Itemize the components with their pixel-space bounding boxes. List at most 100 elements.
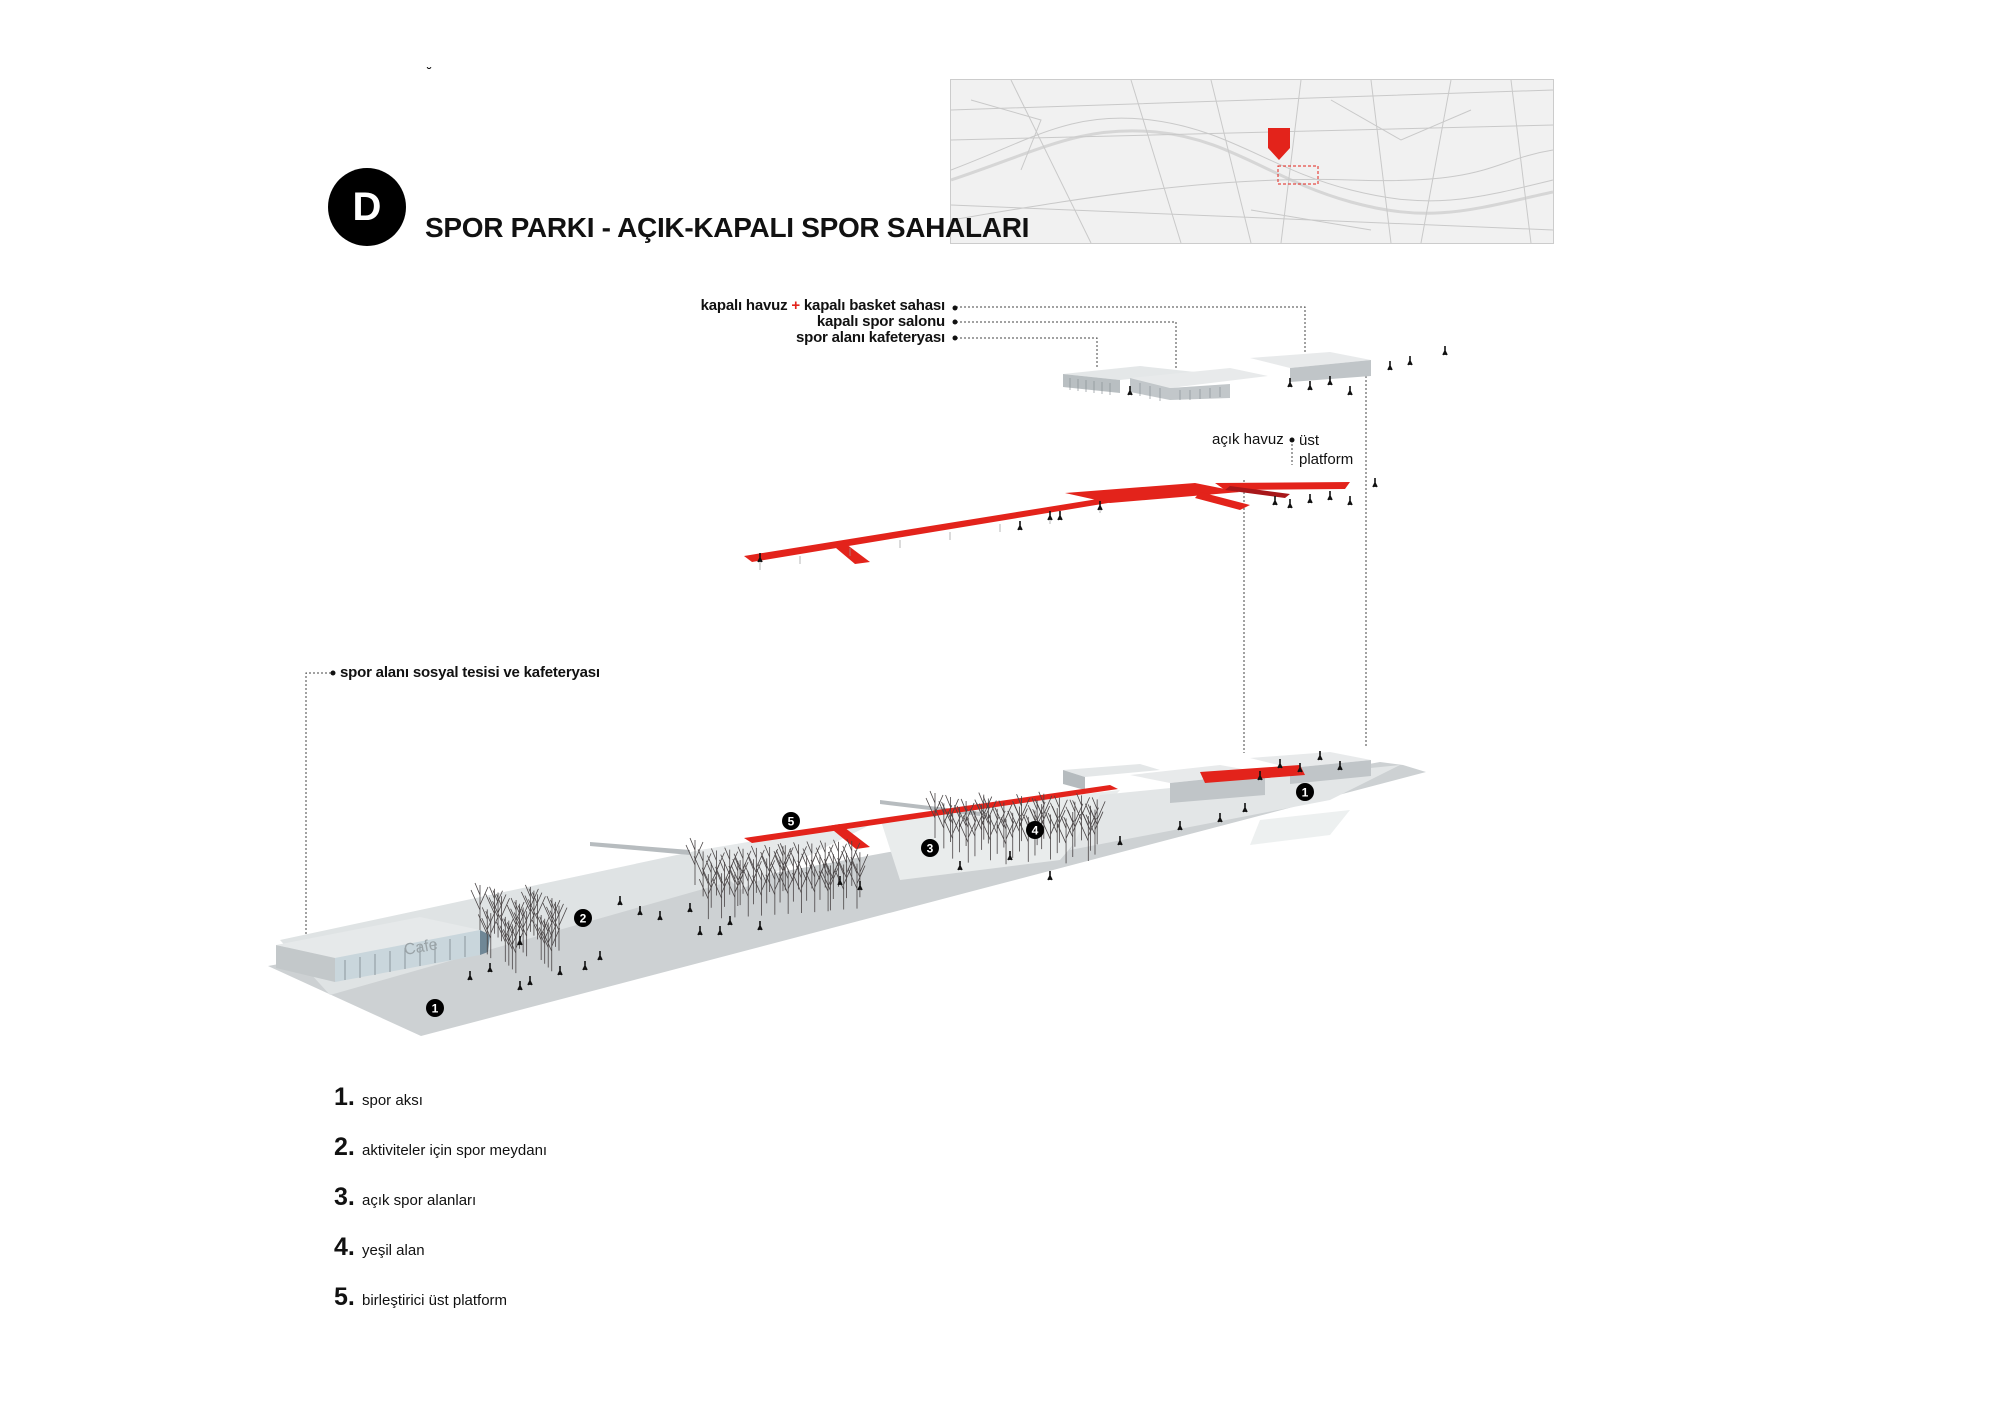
tree-icon — [760, 844, 779, 892]
tree-icon — [528, 892, 546, 940]
person-icon — [467, 971, 473, 981]
person-icon — [1297, 763, 1303, 773]
person-icon — [687, 903, 693, 913]
person-icon — [617, 896, 623, 906]
tree-icon — [775, 843, 794, 891]
legend-text: yeşil alan — [362, 1242, 425, 1259]
tree-icon — [1010, 804, 1028, 852]
tree-icon — [542, 895, 561, 944]
tree-icon — [725, 870, 744, 918]
legend-item: 2.aktiviteler için spor meydanı — [334, 1133, 547, 1162]
person-icon — [527, 976, 533, 986]
tree-icon — [538, 920, 557, 968]
legend-number: 5. — [334, 1283, 355, 1311]
person-icon — [1347, 496, 1353, 506]
person-icon — [582, 961, 588, 971]
legend-number: 1. — [334, 1083, 355, 1111]
ground-plane — [268, 762, 1426, 1036]
tree-icon — [850, 850, 869, 898]
people-figures — [467, 346, 1448, 991]
person-icon — [487, 963, 493, 973]
tree-icon — [765, 867, 784, 915]
plus-sign: + — [791, 297, 800, 314]
tree-icon — [470, 882, 489, 930]
tree-icon — [495, 914, 514, 962]
tree-icon — [744, 857, 762, 905]
tree-icon — [752, 868, 770, 916]
tree-icon — [981, 813, 999, 861]
tree-icon — [823, 851, 842, 899]
person-icon — [757, 921, 763, 931]
person-icon — [1287, 378, 1293, 388]
legend-text: birleştirici üst platform — [362, 1292, 508, 1309]
tree-icon — [810, 852, 829, 900]
label-social-facility: spor alanı sosyal tesisi ve kafeteryası — [340, 664, 600, 681]
person-icon — [1217, 813, 1223, 823]
tree-icon — [730, 857, 749, 906]
tree-icon — [805, 864, 824, 913]
tree-icon — [521, 884, 539, 932]
legend-text: spor aksı — [362, 1092, 423, 1109]
tree-icon — [789, 842, 807, 890]
tree-icon — [701, 860, 720, 908]
person-icon — [1057, 511, 1063, 521]
tree-icon — [818, 864, 837, 912]
map-streets — [951, 80, 1553, 243]
tree-icon — [499, 918, 518, 966]
marker-number: 1 — [432, 1002, 439, 1016]
tree-icon — [783, 854, 802, 902]
leader-lines — [305, 306, 1367, 937]
tree-icon — [987, 806, 1006, 854]
tree-icon — [746, 845, 765, 893]
person-icon — [1327, 376, 1333, 386]
site-outline — [1277, 165, 1319, 185]
tree-icon — [778, 866, 797, 914]
area-marker: 5 — [782, 812, 800, 830]
label-open-pool: açık havuz — [1212, 431, 1284, 448]
tree-icon — [698, 871, 717, 920]
tree-icon — [978, 796, 997, 844]
tree-icon — [965, 809, 984, 857]
person-icon — [657, 911, 663, 921]
tree-icon — [685, 837, 704, 885]
tree-icon — [542, 924, 561, 972]
legend-text: aktiviteler için spor meydanı — [362, 1142, 548, 1159]
tree-icon — [535, 916, 554, 964]
tree-icon — [792, 865, 810, 913]
tree-icon — [1018, 814, 1037, 862]
tree-icon — [1085, 807, 1104, 855]
area-marker: 2 — [574, 909, 592, 927]
tree-icon — [510, 901, 528, 949]
upper-buildings — [1063, 352, 1371, 401]
area-marker: 1 — [1296, 783, 1314, 801]
stray-mark: ˘ — [427, 64, 432, 80]
tree-icon — [549, 903, 568, 951]
tree-icon — [1078, 813, 1097, 862]
person-icon — [1317, 751, 1323, 761]
marker-number: 5 — [788, 815, 795, 829]
person-icon — [517, 981, 523, 991]
area-marker: 3 — [921, 839, 939, 857]
person-icon — [1257, 771, 1263, 781]
tree-icon — [733, 846, 752, 894]
label-upper-2: platform — [1299, 451, 1354, 468]
tree-icon — [517, 909, 536, 957]
person-icon — [1372, 478, 1378, 488]
tree-icon — [481, 910, 500, 959]
person-icon — [1017, 521, 1023, 531]
leader-dots — [330, 305, 1295, 676]
person-icon — [1307, 494, 1313, 504]
tree-icon — [502, 922, 521, 970]
label-cafeteria: spor alanı kafeteryası — [795, 329, 945, 346]
tree-icon — [485, 886, 503, 934]
marker-number: 4 — [1032, 824, 1039, 838]
tree-icon — [1047, 805, 1066, 854]
marker-number: 3 — [927, 842, 934, 856]
person-icon — [517, 936, 523, 946]
label-pool: kapalı havuz — [700, 297, 788, 314]
person-icon — [1177, 821, 1183, 831]
tree-icon — [728, 858, 747, 906]
cafe-sign: Cafe — [403, 936, 439, 959]
tree-icon — [1041, 812, 1059, 860]
person-icon — [557, 966, 563, 976]
